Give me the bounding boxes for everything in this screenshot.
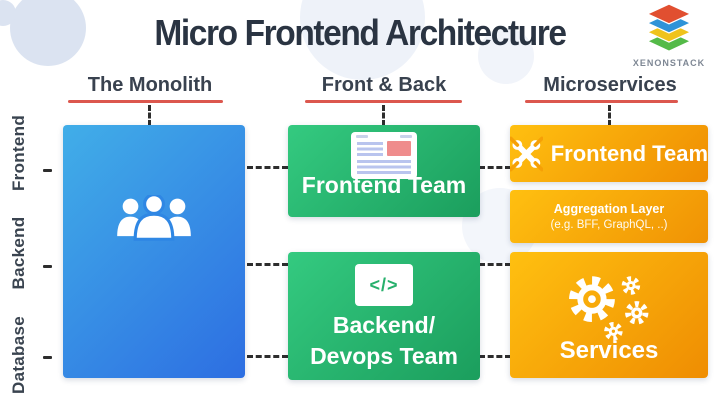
crossed-wrenches-icon <box>510 136 543 171</box>
aggregation-line2: (e.g. BFF, GraphQL, ..) <box>550 218 668 231</box>
background-blob <box>478 28 534 84</box>
header-underline <box>68 100 223 103</box>
code-icon: </> <box>355 264 413 306</box>
connector-dashed-horizontal <box>479 166 511 169</box>
connector-dashed-horizontal <box>247 166 288 169</box>
header-underline <box>525 100 678 103</box>
backend-team-line1: Backend/ <box>332 312 436 338</box>
shop-team-line1: The <box>63 397 245 404</box>
node-frontend-team-fb: Frontend Team <box>288 125 480 217</box>
node-label: Frontend Team <box>301 172 467 198</box>
row-label-frontend: Frontend <box>9 114 28 192</box>
browser-window-icon <box>351 132 417 179</box>
aggregation-line1: Aggregation Layer <box>553 201 665 216</box>
connector-dashed-vertical <box>608 105 611 126</box>
people-icon <box>117 195 191 241</box>
node-backend-devops-team: </> Backend/ Devops Team <box>288 252 480 380</box>
backend-team-line2: Devops Team <box>310 343 458 369</box>
page-title: Micro Frontend Architecture <box>154 12 567 53</box>
connector-dashed-vertical <box>148 105 151 126</box>
layer-stack-icon <box>646 3 692 52</box>
connector-dashed-horizontal <box>247 355 288 358</box>
connector-dashed-horizontal <box>247 263 288 266</box>
logo-wordmark: XENONSTACK <box>632 58 706 68</box>
connector-dashed-vertical <box>382 105 385 126</box>
xenonstack-logo: XENONSTACK <box>626 3 712 68</box>
column-header-front-back: Front & Back <box>321 74 447 96</box>
row-tick <box>43 169 52 172</box>
background-blob <box>10 0 86 66</box>
row-label-backend: Backend <box>9 216 28 290</box>
code-glyph: </> <box>369 274 399 295</box>
row-label-database: Database <box>9 316 28 394</box>
connector-dashed-horizontal <box>479 263 511 266</box>
node-label: The Shop Team <box>63 397 245 404</box>
column-header-microservices: Microservices <box>543 74 677 96</box>
connector-dashed-horizontal <box>479 355 511 358</box>
background-blob <box>0 0 16 26</box>
node-aggregation-layer: Aggregation Layer (e.g. BFF, GraphQL, ..… <box>510 190 708 243</box>
column-header-monolith: The Monolith <box>87 74 213 96</box>
node-services: Services <box>510 252 708 378</box>
node-frontend-team-ms: Frontend Team <box>510 125 708 182</box>
node-label: Services <box>559 337 659 364</box>
row-tick <box>43 265 52 268</box>
row-tick <box>43 356 52 359</box>
node-label: Frontend Team <box>550 140 708 166</box>
node-shop-team: The Shop Team <box>63 125 245 404</box>
gears-icon <box>569 276 649 341</box>
node-label: Backend/ Devops Team <box>288 310 480 372</box>
header-underline <box>305 100 462 103</box>
